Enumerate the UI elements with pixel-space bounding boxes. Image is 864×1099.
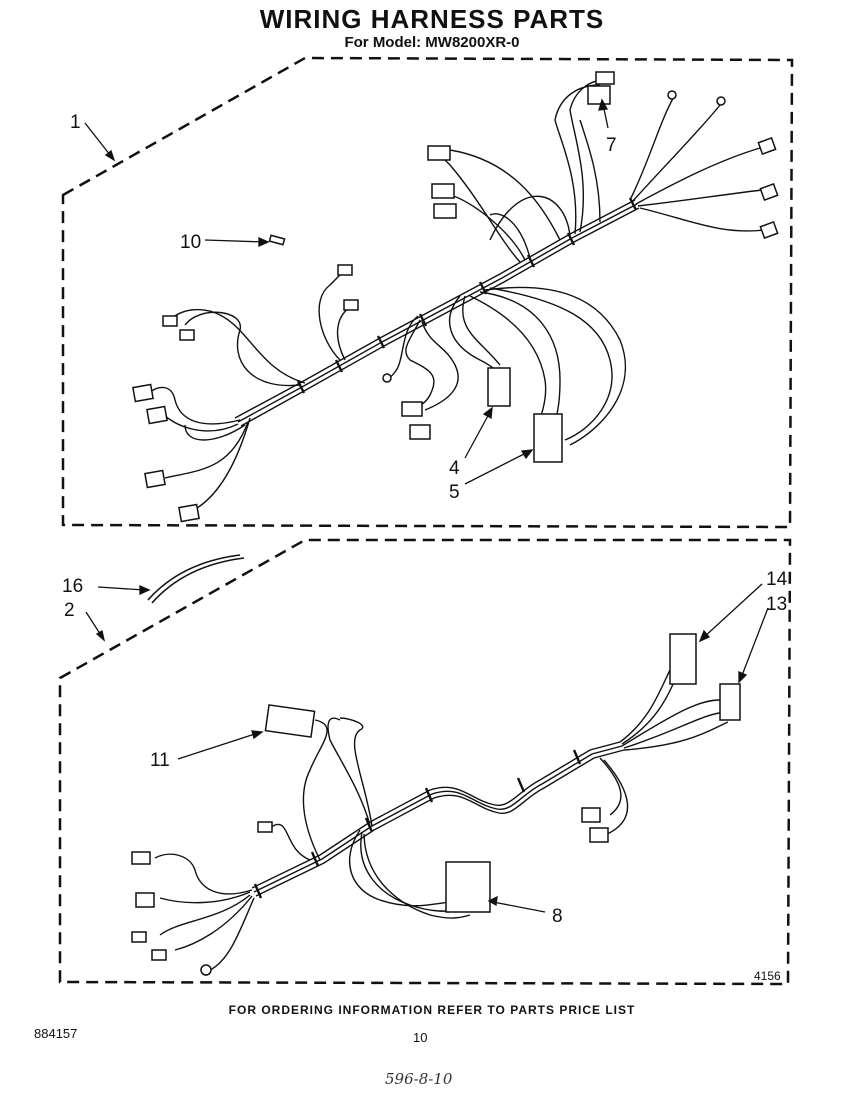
model-subtitle: For Model: MW8200XR-0: [344, 34, 520, 51]
harness-2-border: [58, 538, 792, 986]
callout-4: 4: [449, 458, 460, 479]
harness-1: [132, 71, 779, 523]
ordering-note: FOR ORDERING INFORMATION REFER TO PARTS …: [228, 1003, 636, 1017]
callout-14: 14: [766, 569, 788, 590]
callout-10: 10: [180, 232, 201, 253]
callout-8: 8: [552, 906, 563, 927]
callout-11: 11: [150, 750, 170, 771]
handwritten-note: 596-8-10: [385, 1070, 453, 1088]
callout-5: 5: [449, 482, 460, 503]
drawing-number: 4156: [754, 969, 781, 983]
callout-7: 7: [606, 135, 617, 156]
callout-2: 2: [64, 600, 75, 621]
harness-1-border: [61, 56, 794, 529]
doc-number: 884157: [34, 1026, 78, 1041]
callout-1: 1: [70, 112, 81, 133]
leader-lines: [84, 98, 769, 913]
page-number: 10: [413, 1030, 428, 1045]
callout-16: 16: [62, 576, 83, 597]
wire-item-16: [147, 554, 245, 604]
page-title: WIRING HARNESS PARTS: [259, 4, 605, 34]
harness-2: [131, 633, 741, 976]
callout-13: 13: [766, 594, 787, 615]
